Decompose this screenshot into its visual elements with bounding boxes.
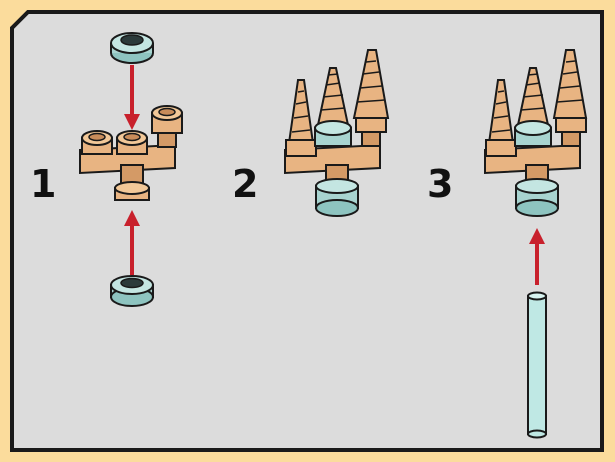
panel-frame bbox=[10, 10, 604, 452]
step-1-teal-round-plate-top bbox=[110, 32, 154, 64]
step-1-tan-candelabra bbox=[79, 105, 183, 201]
step-2-number: 2 bbox=[232, 162, 258, 206]
step-1-teal-round-plate-bottom bbox=[110, 275, 154, 307]
step-1-number: 1 bbox=[30, 162, 56, 206]
step-3-candelabra-with-cones bbox=[484, 49, 588, 217]
step-3-number: 3 bbox=[427, 162, 453, 206]
step-3-transparent-bar bbox=[527, 291, 547, 439]
step-2-candelabra-with-cones bbox=[284, 49, 390, 217]
